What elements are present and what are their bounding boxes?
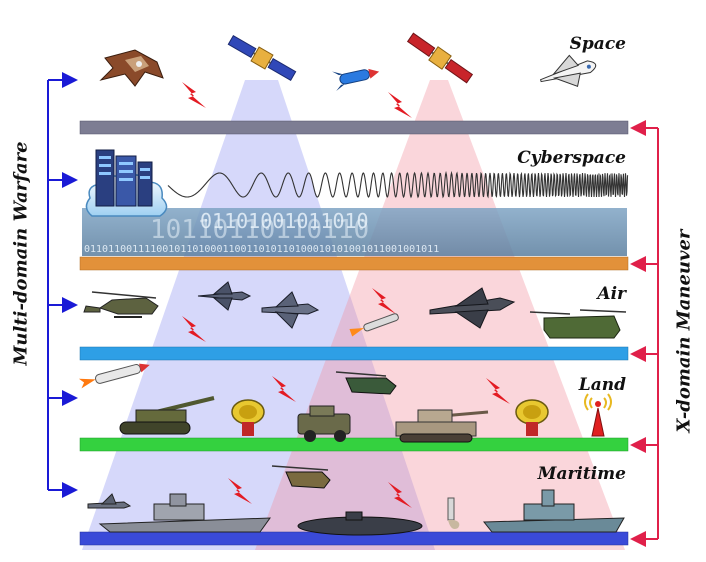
binary-row-3: 0110110011110010110100011001101011010001… [84, 244, 439, 255]
server-cloud-icon [85, 149, 168, 217]
fighter-jet-icon-2 [261, 291, 320, 329]
space-shuttle-icon [539, 54, 597, 87]
fighter-jet-icon-3 [429, 287, 516, 329]
left-axis-label: Multi-domain Warfare [10, 141, 32, 366]
domain-label-land: Land [578, 375, 626, 395]
jamming-bolt-icon [182, 82, 206, 108]
satellite-icon [227, 34, 297, 82]
jamming-bolt-icon-3 [182, 288, 396, 342]
maritime-jet-icon [87, 493, 132, 509]
maritime-helicopter-icon [271, 465, 331, 489]
jamming-bolt-icon-4 [272, 376, 510, 404]
binary-data-panel: 01101001011010 10110110110110 0110110011… [82, 208, 627, 256]
humvee-icon [297, 405, 351, 442]
land-helicopter-icon [335, 371, 397, 395]
rocket-icon [78, 363, 150, 389]
left-bracket [47, 72, 78, 498]
right-bracket [630, 120, 659, 547]
fighter-jet-icon [197, 281, 252, 311]
artillery-icon [119, 396, 215, 435]
jamming-bolt-icon-2 [388, 92, 412, 118]
radio-tower-icon [584, 393, 612, 437]
tank-icon [395, 409, 489, 443]
spacecraft-icon [99, 49, 164, 87]
binary-row-1: 01101001011010 [200, 209, 369, 233]
domain-label-air: Air [597, 284, 626, 304]
domain-bar-space [79, 120, 629, 135]
binary-row-2: 10110110110110 [150, 215, 369, 245]
right-axis-label: X-domain Maneuver [673, 229, 695, 433]
jamming-bolt-icon-5 [228, 478, 412, 508]
domain-label-maritime: Maritime [537, 464, 626, 484]
destroyer-icon [482, 489, 625, 533]
ship-missile-icon [447, 497, 460, 529]
transport-helicopter-icon [529, 309, 627, 339]
satellite-dish-icon [231, 399, 265, 436]
missile-icon [332, 68, 380, 92]
satellite-icon-2 [406, 32, 474, 84]
attack-helicopter-icon [83, 291, 159, 318]
domain-label-cyberspace: Cyberspace [517, 148, 626, 168]
warship-icon [98, 493, 271, 533]
domain-bar-cyberspace [79, 256, 629, 271]
domain-bar-land [79, 437, 629, 452]
submarine-icon [297, 511, 423, 536]
domain-label-space: Space [569, 34, 626, 54]
satellite-dish-icon-2 [515, 399, 549, 436]
cyber-waveform [167, 170, 629, 199]
air-missile-icon [349, 313, 399, 337]
domain-bar-air [79, 346, 629, 361]
